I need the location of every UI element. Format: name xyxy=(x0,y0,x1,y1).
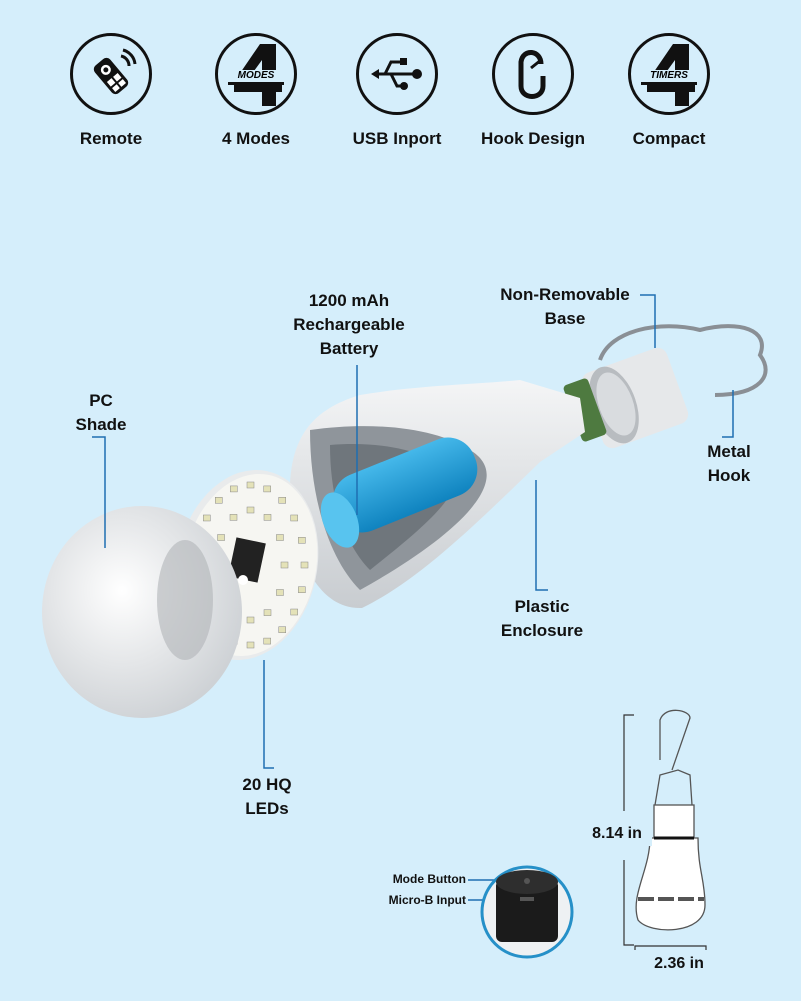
feature-usb: USB Inport xyxy=(332,33,462,149)
led-chip xyxy=(263,637,271,645)
shade-label: PC Shade xyxy=(51,389,151,437)
label-line: Plastic xyxy=(514,597,570,616)
non-removable-base xyxy=(581,347,689,449)
feature-label: Hook Design xyxy=(481,129,585,148)
feature-label: Compact xyxy=(632,129,706,148)
led-chip xyxy=(217,534,225,541)
led-chip xyxy=(280,561,289,569)
micro-b-input-label: Micro-B Input xyxy=(388,893,466,907)
base-detail-circle xyxy=(480,865,574,959)
led-chip xyxy=(278,497,286,504)
led-chip xyxy=(203,514,211,522)
width-dimension: 2.36 in xyxy=(654,955,704,972)
green-clip xyxy=(563,378,607,442)
label-line: Hook xyxy=(707,466,751,485)
carabiner-icon xyxy=(492,33,574,115)
small-bulb-outline xyxy=(635,709,706,931)
feature-hook: Hook Design xyxy=(468,33,598,149)
label-line: PC xyxy=(89,391,113,410)
led-chip xyxy=(290,608,298,616)
led-chip xyxy=(276,534,284,541)
led-chip xyxy=(246,481,255,489)
led-chip xyxy=(230,485,238,493)
leds-label: 20 HQ LEDs xyxy=(227,773,307,821)
metal-hook xyxy=(598,324,768,397)
feature-label: Remote xyxy=(79,129,143,148)
battery xyxy=(320,437,478,548)
label-line: Rechargeable xyxy=(293,315,405,334)
battery-label: 1200 mAh Rechargeable Battery xyxy=(269,289,429,361)
led-chip xyxy=(300,561,309,569)
led-chip xyxy=(298,537,306,544)
led-chip xyxy=(246,616,255,624)
led-chip xyxy=(246,641,255,649)
led-chip xyxy=(215,497,223,504)
led-chip xyxy=(298,586,306,593)
enclosure-label: Plastic Enclosure xyxy=(482,595,602,643)
four-modes-icon: MODES xyxy=(215,33,297,115)
label-line: Battery xyxy=(319,339,379,358)
led-chip xyxy=(276,589,284,596)
label-line: Base xyxy=(544,309,586,328)
led-chip xyxy=(229,514,238,521)
label-line: Non-Removable xyxy=(500,285,630,304)
base-label: Non-Removable Base xyxy=(485,283,645,331)
led-chip xyxy=(246,506,255,514)
usb-icon xyxy=(356,33,438,115)
led-chip xyxy=(263,485,271,493)
label-line: Metal xyxy=(707,442,751,461)
modes-icon-text: MODES xyxy=(228,70,284,85)
four-timers-icon: TIMERS xyxy=(628,33,710,115)
timers-icon-text: TIMERS xyxy=(641,70,697,85)
four-glyph-icon xyxy=(234,44,282,106)
led-chip xyxy=(263,514,272,521)
feature-label: USB Inport xyxy=(352,129,442,148)
led-chip xyxy=(278,626,286,633)
label-line: Enclosure xyxy=(500,621,584,640)
feature-label: 4 Modes xyxy=(221,129,291,148)
label-line: 1200 mAh xyxy=(308,291,390,310)
height-dimension: 8.14 in xyxy=(582,822,652,846)
mode-button-label: Mode Button xyxy=(392,872,466,886)
feature-compact: TIMERS Compact xyxy=(604,33,734,149)
label-line: Shade xyxy=(75,415,127,434)
feature-modes: MODES 4 Modes xyxy=(191,33,321,149)
led-chip xyxy=(290,514,298,522)
feature-remote: Remote xyxy=(46,33,176,149)
label-line: 20 HQ xyxy=(242,775,292,794)
remote-icon xyxy=(70,33,152,115)
led-chip xyxy=(263,609,272,616)
four-glyph-icon xyxy=(647,44,695,106)
dimension-lines xyxy=(623,714,707,950)
label-line: LEDs xyxy=(245,799,289,818)
hook-label: Metal Hook xyxy=(689,440,769,488)
